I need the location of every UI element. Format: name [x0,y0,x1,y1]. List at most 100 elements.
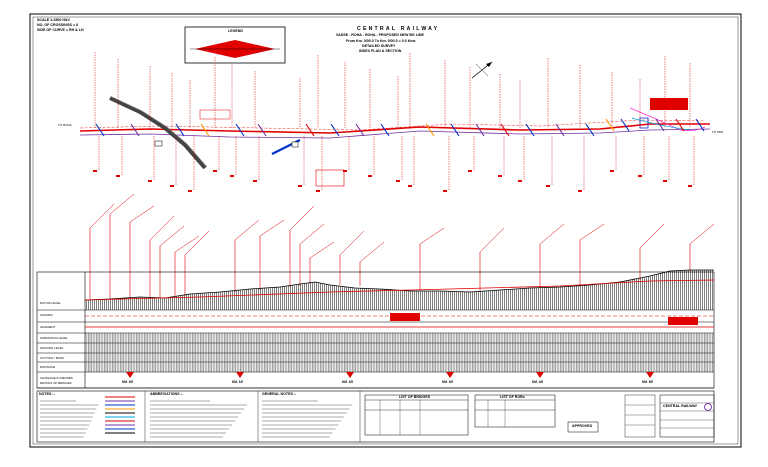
title-line-3: From Km. 0/00.0 To Km. 0/00.0 = 0.0 Kms [346,39,416,43]
crossing-tick [130,123,140,137]
profile-row-label: DISTANCE [40,365,55,369]
profile-row-label: FORMATION LEVEL [40,336,68,340]
plan-leader-tag [688,185,692,187]
title-line-1: CENTRAL RAILWAY [357,26,440,32]
title-line-5: INDEX PLAN & SECTION [359,49,402,53]
left-cut-label: TO ROHA [58,123,72,127]
plan-leader-tag [443,190,447,192]
plan-leader-tag [468,170,472,172]
profile-leader-diagonal [299,223,325,245]
plan-leader-tag [638,175,642,177]
plan-leader-tag [253,180,257,182]
plan-leader-tag [188,190,192,192]
crossing-tick [425,123,435,137]
profile-leader-diagonal [539,223,565,245]
title-line-2: VADSE - ROHA - ROHA - PROPOSED NEW BG LI… [336,33,424,37]
profile-leader-diagonal [339,230,365,256]
bridge-marker [236,372,244,378]
profile-row-label: CURVES [40,313,53,317]
profile-leader-diagonal [174,235,200,253]
crossing-tick [305,123,315,137]
plan-leader-tag [663,180,667,182]
crossing-tick [475,123,485,137]
plan-leader-tag [116,175,120,177]
plan-leader-tag [213,170,217,172]
profile-leader-diagonal [359,241,385,263]
crossing-tick [330,123,340,137]
profile-leader-diagonal [289,205,315,231]
crossing-tick [555,123,565,137]
plan-leader-tag [93,170,97,172]
profile-leader-diagonal [109,193,135,215]
plan-leader-tag [610,170,614,172]
plan-leader-tag [170,185,174,187]
profile-leader-diagonal [639,223,665,249]
profile-leader-lines [89,193,715,300]
plan-view [79,96,711,187]
scale-line-3: SIDE OF CURVE = RH & LH [37,28,84,32]
profile-leader-diagonal [479,227,505,253]
profile-leader-diagonal [159,225,185,247]
profile-leader-diagonal [579,223,605,241]
profile-leader-diagonal [689,223,715,245]
company-name: CENTRAL RAILWAY [663,404,698,408]
plan-leader-tag [498,175,502,177]
crossing-tick [235,123,245,137]
crossing-tick [257,123,267,137]
plan-leader-tag [396,180,400,182]
crossing-tick [695,118,705,132]
plan-leader-tag [408,185,412,187]
plan-crossing-ticks [95,118,705,137]
crossing-tick [655,118,665,132]
general-notes-title: GENERAL NOTES :- [262,392,297,396]
right-cut-label: TO PEN [712,130,723,134]
profile-leader-diagonal [234,219,260,241]
crossing-tick [675,118,685,132]
abbreviations-title: ABBREVIATIONS :- [150,392,183,396]
crossing-tick [175,123,185,137]
bottom-tables [36,390,715,443]
plan-leader-tag [578,190,582,192]
sheet-inner-border [32,16,739,445]
crossing-tick [95,123,105,137]
chainage-label: KM. 0/0 [122,380,134,384]
plan-leader-tag [518,180,522,182]
profile-row-label: CUTTING / BANK [40,356,65,360]
crossing-tick [585,123,595,137]
legend-box-label: LEGEND [228,29,243,33]
rob-list-title: LIST OF ROBs [500,395,525,399]
chainage-label: KM. 4/0 [532,380,544,384]
plan-leader-tag [230,175,234,177]
crossing-tick [200,123,210,137]
profile-leader-diagonal [309,241,335,259]
plan-leader-tag [546,185,550,187]
legend-box [184,26,286,64]
plan-leader-tag [368,175,372,177]
bridge-list-title: LIST OF BRIDGES [399,395,431,399]
bridge-markers [126,372,654,378]
crossing-tick [450,123,460,137]
bridge-marker [646,372,654,378]
chainage-label: KM. 3/0 [442,380,454,384]
crossing-tick [605,118,615,132]
railway-logo-icon [704,403,712,411]
north-arrow-icon [471,61,493,79]
title-line-4: DETAILED SURVEY [362,44,396,48]
profile-row-label: GROUND LEVEL [40,346,64,350]
plan-leader-tag [148,180,152,182]
profile-leader-diagonal [89,203,115,229]
plan-leader-tag [316,190,320,192]
notes-title: NOTES :- [39,392,55,396]
profile-leader-diagonal [184,230,210,256]
chainage-label: KM. 1/0 [232,380,244,384]
plan-leader-lines [93,52,695,192]
bridge-marker [446,372,454,378]
profile-row-label: CHAINAGE IN METRES [40,376,73,380]
plan-leader-tag [298,185,302,187]
profile-leader-diagonal [419,227,445,245]
bridge-marker [536,372,544,378]
profile-data-table [37,309,714,389]
bridge-marker [346,372,354,378]
bridge-marker [126,372,134,378]
